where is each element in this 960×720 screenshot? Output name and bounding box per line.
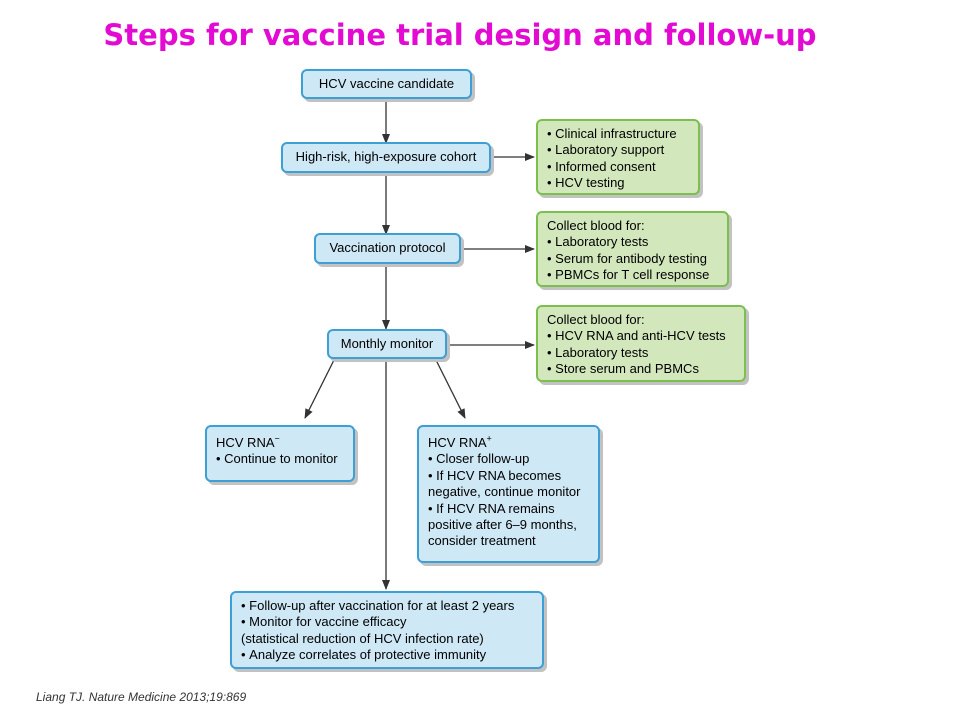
- list-item: Laboratory support: [547, 142, 689, 158]
- protocol-blood-box: Collect blood for: Laboratory tests Seru…: [536, 211, 729, 287]
- list-item: HCV RNA and anti-HCV tests: [547, 328, 735, 344]
- list-item: Analyze correlates of protective immunit…: [241, 647, 533, 663]
- list-item: Continue to monitor: [216, 451, 344, 467]
- list-item: Follow-up after vaccination for at least…: [241, 598, 533, 614]
- monthly-monitor-box: Monthly monitor: [327, 329, 447, 359]
- list-heading: Collect blood for:: [547, 312, 645, 327]
- list-item: Laboratory tests: [547, 345, 735, 361]
- vaccination-protocol-box: Vaccination protocol: [314, 233, 461, 264]
- cohort-box: High-risk, high-exposure cohort: [281, 142, 491, 173]
- list-item: If HCV RNA remains: [428, 501, 589, 517]
- arrow-monitor-to-rna-negative: [304, 357, 336, 419]
- list-item: HCV testing: [547, 175, 689, 191]
- list-item: Laboratory tests: [547, 234, 718, 250]
- list-item: Store serum and PBMCs: [547, 361, 735, 377]
- list-item: Clinical infrastructure: [547, 126, 689, 142]
- list-item-continuation: positive after 6–9 months,: [428, 517, 577, 533]
- slide-title: Steps for vaccine trial design and follo…: [103, 18, 817, 52]
- list-item: PBMCs for T cell response: [547, 267, 718, 283]
- list-item-continuation: (statistical reduction of HCV infection …: [241, 630, 484, 646]
- negative-sign: −: [274, 433, 280, 444]
- list-item: Informed consent: [547, 159, 689, 175]
- list-item: Serum for antibody testing: [547, 251, 718, 267]
- infrastructure-box: Clinical infrastructure Laboratory suppo…: [536, 119, 700, 195]
- list-heading: HCV RNA+: [428, 433, 492, 450]
- list-item: Monitor for vaccine efficacy: [241, 614, 533, 630]
- citation: Liang TJ. Nature Medicine 2013;19:869: [36, 690, 247, 704]
- list-item-continuation: negative, continue monitor: [428, 484, 581, 500]
- followup-box: Follow-up after vaccination for at least…: [230, 591, 544, 669]
- rna-positive-box: HCV RNA+ Closer follow-up If HCV RNA bec…: [417, 425, 600, 563]
- arrow-monitor-to-rna-positive: [434, 357, 466, 419]
- vaccine-candidate-box: HCV vaccine candidate: [301, 69, 472, 99]
- monitor-blood-box: Collect blood for: HCV RNA and anti-HCV …: [536, 305, 746, 382]
- list-heading: Collect blood for:: [547, 218, 645, 233]
- list-item: Closer follow-up: [428, 451, 589, 467]
- list-item-continuation: consider treatment: [428, 533, 536, 549]
- list-heading: HCV RNA−: [216, 433, 280, 450]
- positive-sign: +: [486, 433, 492, 444]
- list-item: If HCV RNA becomes: [428, 468, 589, 484]
- rna-negative-box: HCV RNA− Continue to monitor: [205, 425, 355, 482]
